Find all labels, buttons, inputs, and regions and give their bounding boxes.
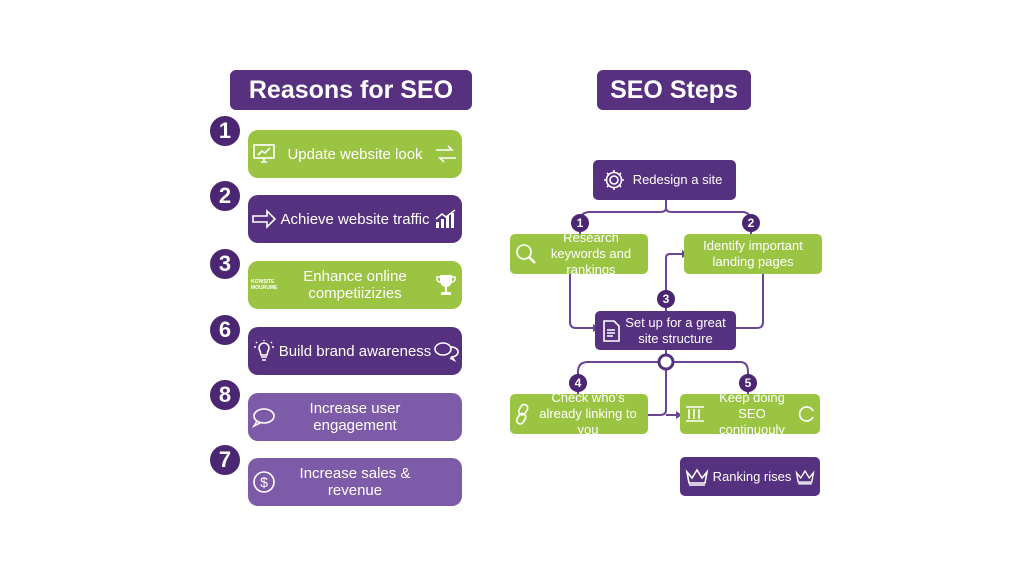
reason-label: Increase sales & revenue (299, 465, 411, 499)
reason-label: Achieve website traffic (280, 210, 430, 228)
reason-number-badge: 3 (208, 247, 242, 281)
connector-check-keep (648, 369, 678, 416)
reasons-title: Reasons for SEO (230, 70, 472, 110)
lightbulb-icon (250, 339, 278, 363)
node-check: Check who's already linking to you (510, 390, 648, 437)
step-2-badge: 2 (742, 214, 760, 232)
magnifier-icon (516, 244, 536, 264)
reason-label: Update website look (287, 145, 423, 163)
connector-setup-check (577, 361, 660, 394)
logo-text-icon: KOWSITE MOURUME (251, 279, 278, 291)
link-chain-icon (515, 403, 529, 425)
bar-chart-icon (432, 208, 460, 230)
columns-icon (686, 406, 704, 422)
connector-setup-identify (665, 253, 682, 311)
reason-number-badge: 1 (208, 114, 242, 148)
reason-number-badge: 7 (208, 443, 242, 477)
reason-item: KOWSITE MOURUME Enhance online competiizi… (248, 261, 462, 309)
reason-label: Enhance online competiizizies (303, 268, 407, 302)
step-1-badge: 1 (571, 214, 589, 232)
reason-item: Increase user engagement (248, 393, 462, 441)
node-redesign: Redesign a site (593, 160, 736, 200)
reason-item: Achieve website traffic (248, 195, 462, 243)
svg-text:$: $ (260, 474, 268, 490)
monitor-chart-icon (250, 143, 278, 165)
reason-number-badge: 6 (208, 313, 242, 347)
reason-number-badge: 8 (208, 378, 242, 412)
reason-label: Build brand awareness (278, 342, 432, 360)
reason-number-badge: 2 (208, 179, 242, 213)
arrow-right-icon (250, 208, 278, 230)
step-3-badge: 3 (657, 290, 675, 308)
connector-research-setup (569, 274, 593, 329)
connector-identify-setup (736, 274, 764, 329)
reason-label: Increase user engagement (309, 400, 401, 434)
reason-item: Update website look (248, 130, 462, 178)
node-identify: Identify important landing pages (684, 234, 822, 274)
junction-ring (657, 353, 675, 371)
trophy-icon (432, 273, 460, 297)
connector-redesign-identify (665, 200, 752, 234)
crown-icon (795, 469, 815, 484)
steps-title: SEO Steps (597, 70, 751, 110)
node-setup: Set up for a great site structure (595, 311, 736, 350)
refresh-icon (798, 406, 814, 422)
dollar-coin-icon: $ (250, 470, 278, 494)
reason-item: $ Increase sales & revenue (248, 458, 462, 506)
connector-setup-keep (672, 361, 749, 394)
node-research: Research keywords and rankings (510, 230, 648, 277)
document-icon (603, 319, 620, 342)
swap-arrows-icon (432, 142, 460, 166)
chat-bubbles-icon (432, 340, 460, 362)
crown-icon (685, 467, 709, 486)
speech-bubble-icon (250, 406, 278, 428)
step-5-badge: 5 (739, 374, 757, 392)
node-ranking: Ranking rises (680, 457, 820, 496)
step-4-badge: 4 (569, 374, 587, 392)
connector-redesign-research (579, 200, 667, 234)
reason-item: Build brand awareness (248, 327, 462, 375)
gear-icon (604, 170, 624, 190)
node-keep: Keep doing SEO continuouly (680, 390, 820, 437)
